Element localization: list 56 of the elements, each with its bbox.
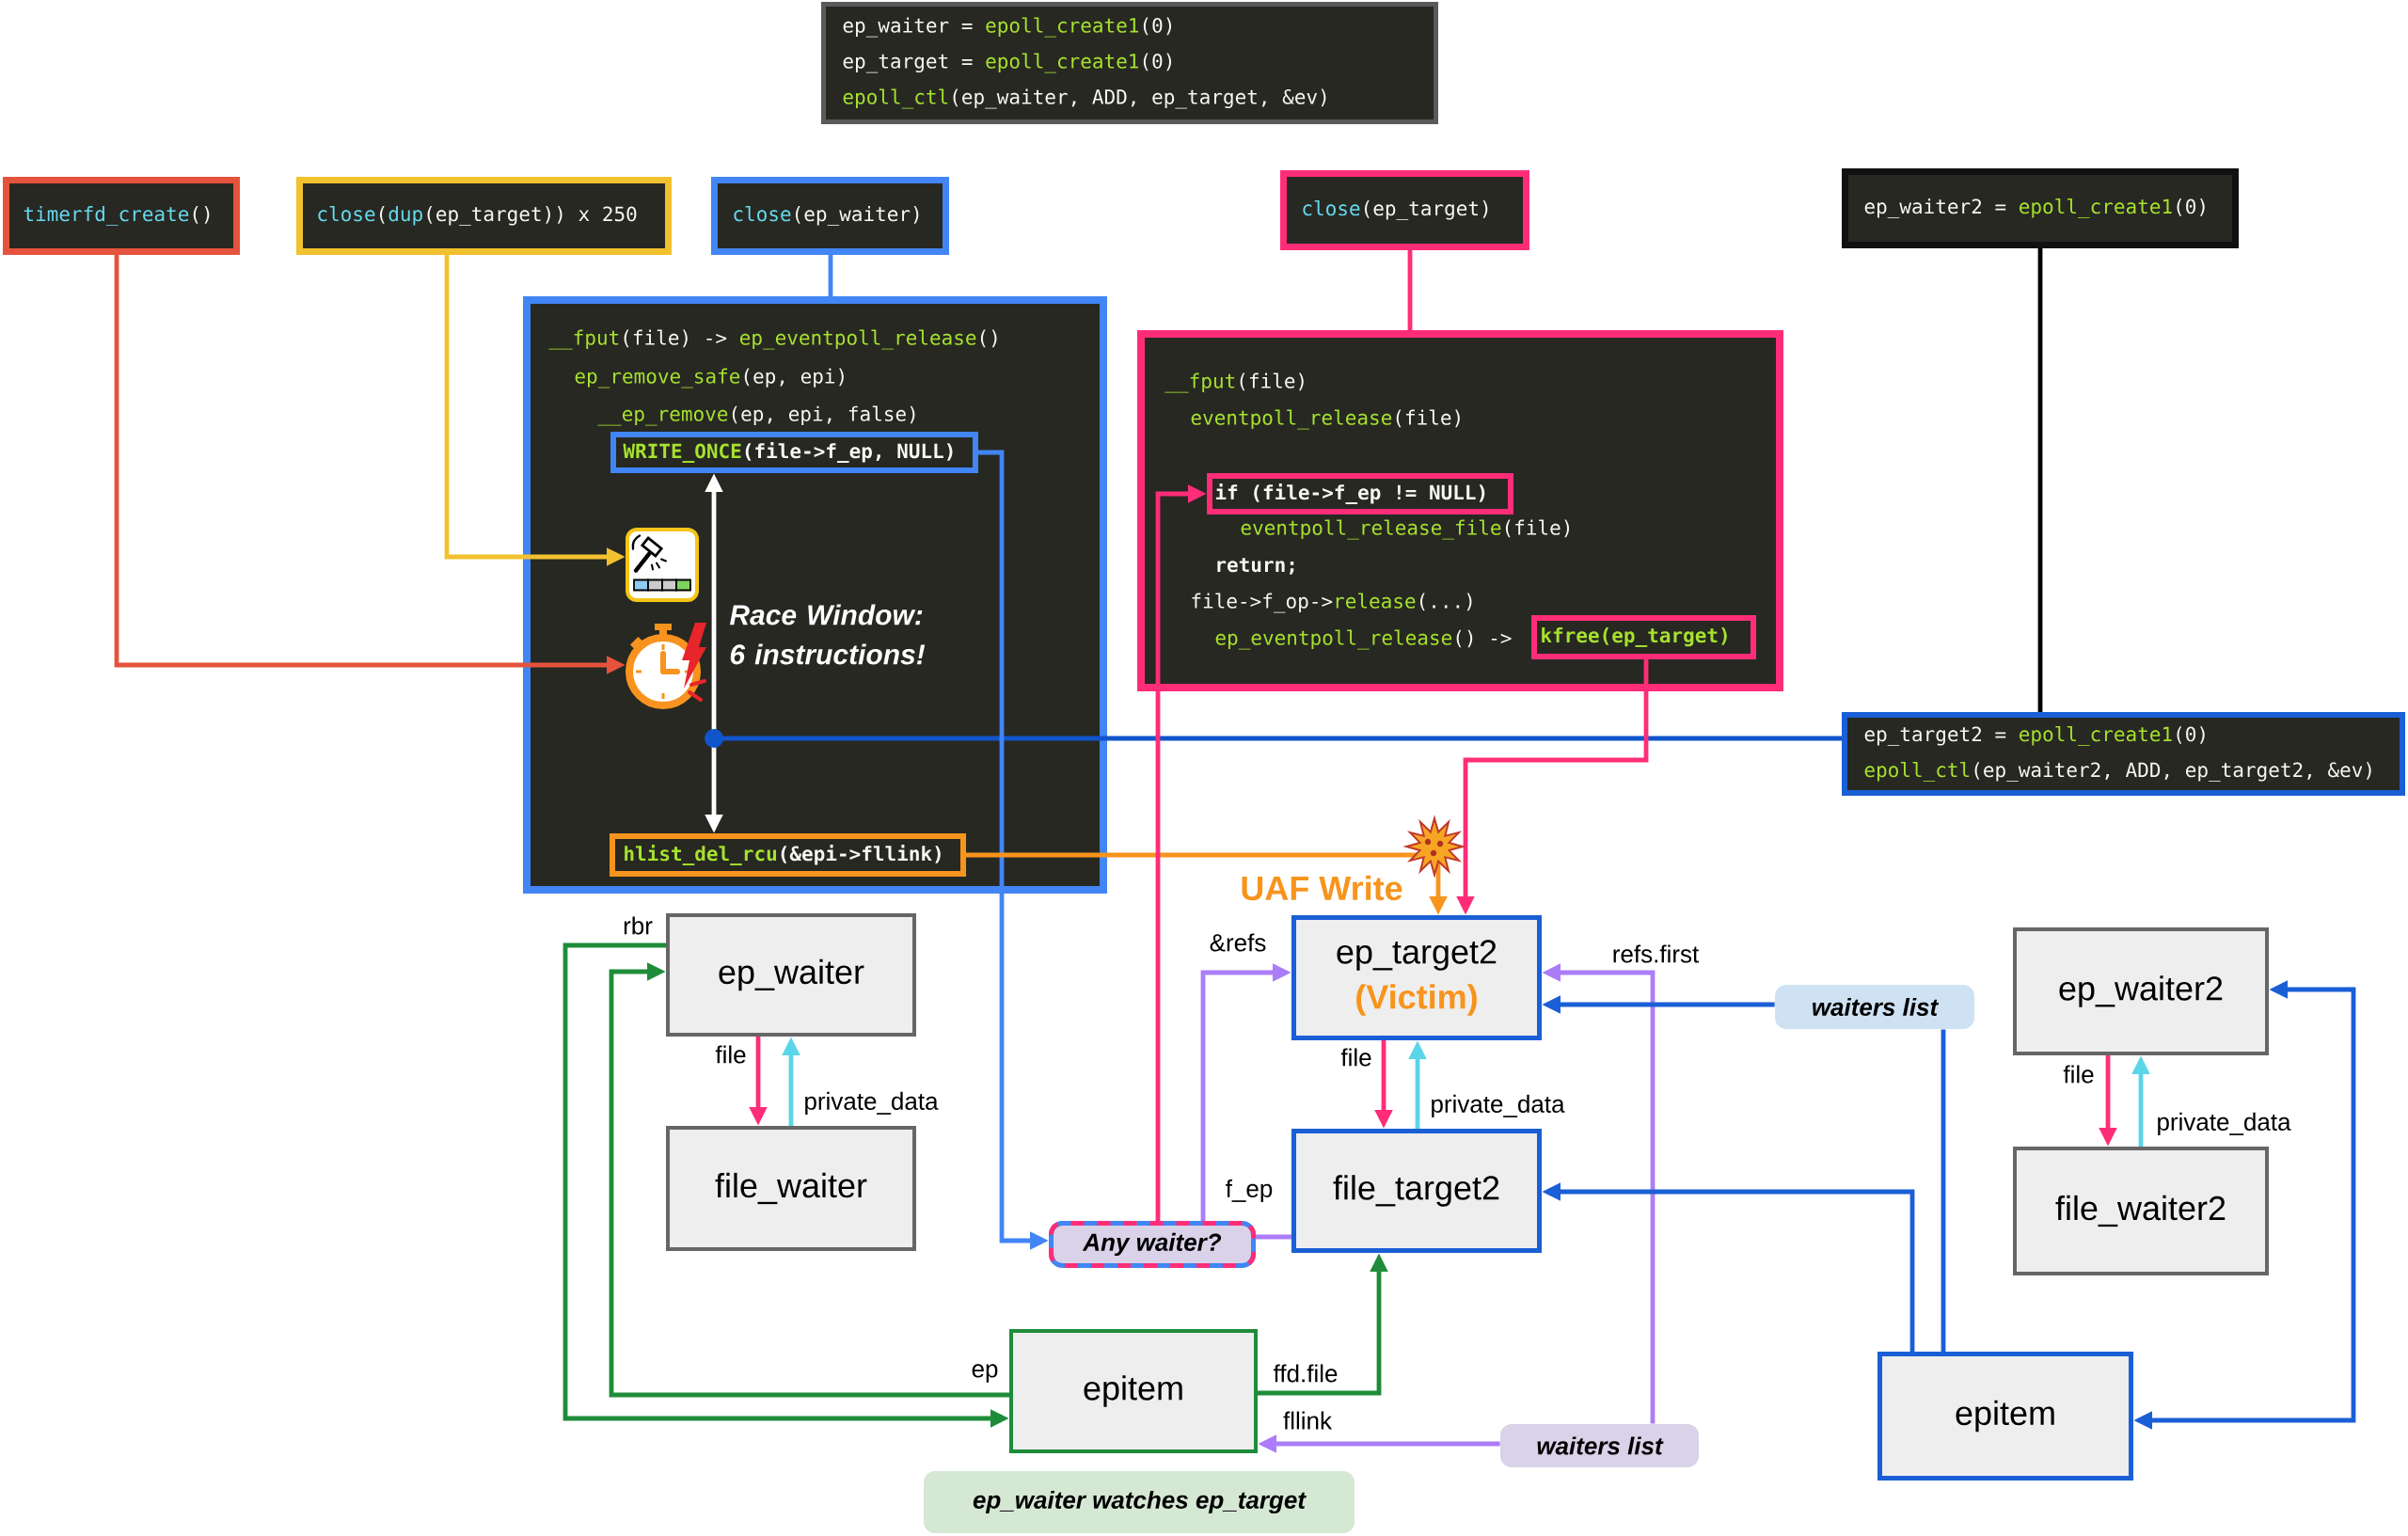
code-line: __fput(file) -> ep_eventpoll_release() bbox=[548, 329, 997, 350]
question-box: Any waiter? bbox=[1049, 1221, 1256, 1268]
code-line: file->f_op->release(...) bbox=[1192, 593, 1472, 613]
code-line: eventpoll_release(file) bbox=[1191, 409, 1460, 430]
edge-label: file bbox=[2061, 1063, 2097, 1085]
code-line: __ep_remove(ep, epi, false) bbox=[597, 405, 915, 426]
connector-line bbox=[1941, 1029, 1946, 1352]
edge-label: ffd.file bbox=[1271, 1362, 1340, 1385]
code-line: ep_remove_safe(ep, epi) bbox=[575, 368, 844, 388]
edge-label: rbr bbox=[621, 914, 655, 937]
struct-box: file_target2 bbox=[1291, 1129, 1542, 1253]
code-line: eventpoll_release_file(file) bbox=[1241, 519, 1570, 540]
dot-connector bbox=[705, 729, 1842, 748]
struct-box: epitem bbox=[1009, 1329, 1258, 1453]
edge-label: fllink bbox=[1281, 1409, 1334, 1432]
edge-label: refs.first bbox=[1609, 942, 1702, 965]
label-box: waiters list bbox=[1500, 1424, 1699, 1467]
edge-label: &refs bbox=[1207, 931, 1269, 954]
struct-box: ep_waiter bbox=[666, 913, 916, 1037]
connector-line bbox=[2037, 248, 2043, 712]
edge-label: file bbox=[713, 1043, 749, 1066]
stopwatch-icon bbox=[626, 623, 706, 709]
highlight-box: if (file->f_ep != NULL) bbox=[1207, 473, 1513, 515]
code-line: ep_eventpoll_release() -> bbox=[1215, 629, 1512, 650]
code-box: close(dup(ep_target)) x 250 bbox=[296, 177, 672, 255]
code-box: close(ep_waiter) bbox=[711, 177, 949, 255]
struct-box: file_waiter bbox=[666, 1126, 916, 1251]
note-text: Race Window: 6 instructions! bbox=[729, 604, 926, 665]
edge-label: UAF Write bbox=[1238, 873, 1405, 903]
edge-label: ep bbox=[969, 1362, 1001, 1385]
highlight-box: WRITE_ONCE(file->f_ep, NULL) bbox=[610, 432, 978, 473]
struct-box: file_waiter2 bbox=[2013, 1147, 2269, 1275]
arrow bbox=[609, 962, 1009, 1398]
hammer-icon bbox=[626, 528, 699, 602]
edge-label: private_data bbox=[1428, 1092, 1567, 1120]
connector-line bbox=[1256, 1234, 1291, 1240]
highlight-box: hlist_del_rcu(&epi->fllink) bbox=[610, 833, 966, 877]
note-box: ep_waiter watches ep_target bbox=[924, 1471, 1354, 1533]
edge-label: f_ep bbox=[1223, 1177, 1275, 1205]
edge-label: file bbox=[1339, 1046, 1374, 1069]
code-box: timerfd_create() bbox=[3, 177, 240, 255]
edge-label: private_data bbox=[801, 1089, 941, 1117]
code-line: return; bbox=[1217, 558, 1294, 575]
highlight-box: kfree(ep_target) bbox=[1531, 615, 1756, 659]
struct-box: epitem bbox=[1877, 1352, 2133, 1481]
code-box: ep_target2 = epoll_create1(0) epoll_ctl(ep_waiter2, ADD, ep_target2, &ev) bbox=[1842, 712, 2405, 796]
code-box: ep_waiter2 = epoll_create1(0) bbox=[1842, 168, 2239, 248]
label-box: waiters list bbox=[1775, 985, 1974, 1029]
code-box: close(ep_target) bbox=[1280, 170, 1529, 250]
struct-box: ep_target2 (Victim) bbox=[1291, 915, 1542, 1040]
edge-label: private_data bbox=[2154, 1110, 2293, 1138]
struct-box: ep_waiter2 bbox=[2013, 927, 2269, 1055]
connector-line bbox=[828, 255, 833, 296]
connector-line bbox=[1407, 250, 1413, 330]
code-box: ep_waiter = epoll_create1(0) ep_target = epoll_create1(0) epoll_ctl(ep_waiter, ADD, ep_target, &ev) bbox=[821, 2, 1438, 124]
code-line: __fput(file) bbox=[1164, 372, 1304, 393]
